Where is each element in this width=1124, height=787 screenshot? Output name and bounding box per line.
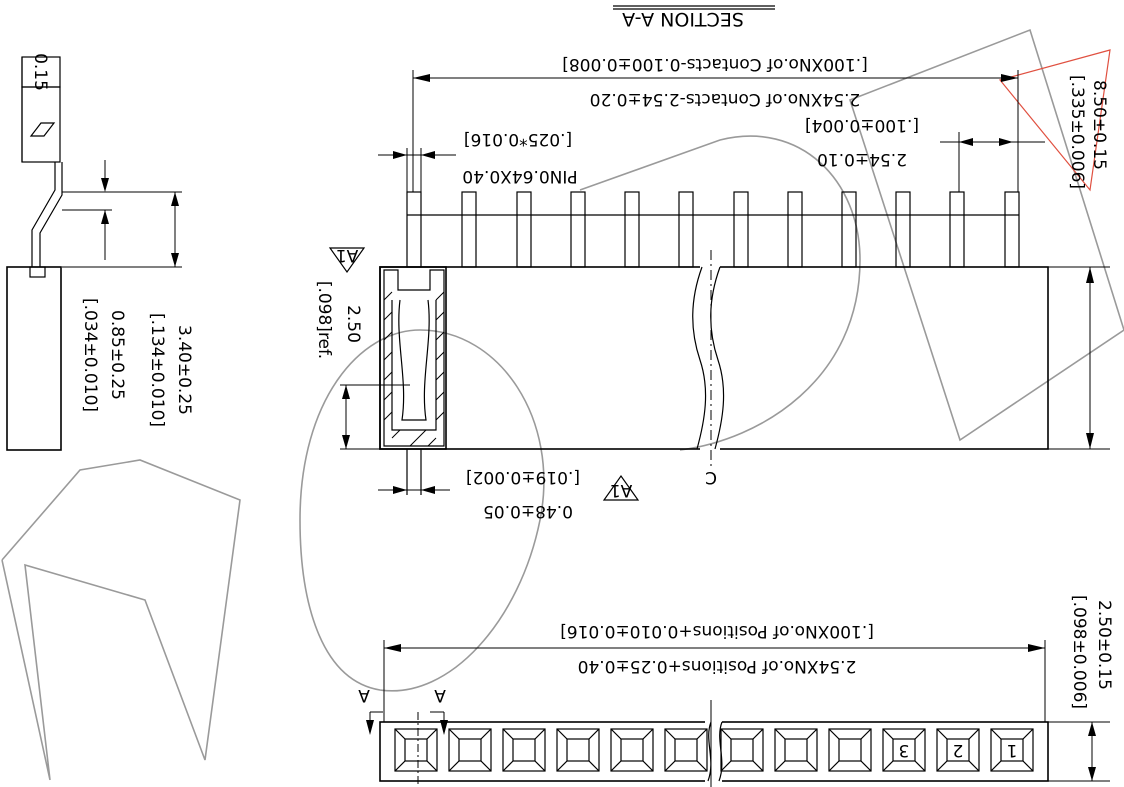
revision-flag-top [328, 247, 366, 274]
height-dim-mm: 8.50±0.15 [1089, 80, 1109, 170]
width-dim-mm: 2.50±0.15 [1094, 600, 1114, 690]
flatness-icon [29, 122, 56, 137]
pin-dim-in: [.025*0.016] [464, 129, 572, 149]
position-number-1: 1 [1007, 740, 1018, 760]
section-title: SECTION A-A [622, 8, 744, 30]
side-height-in: [.134±0.010] [147, 313, 167, 427]
contact-dim-mm: 0.48±0.05 [483, 501, 573, 521]
svg-text:A1: A1 [336, 245, 358, 265]
section-marker-right: A [430, 685, 448, 735]
position-number-3: 3 [899, 740, 910, 760]
svg-text:A: A [434, 685, 446, 705]
pin-dim-mm: PIN0.64X0.40 [462, 166, 577, 186]
svg-text:A1: A1 [610, 480, 632, 500]
side-view: 0.15 [6, 53, 63, 451]
section-detail [379, 266, 447, 495]
ref-dim-in: [.098]ref. [314, 281, 334, 359]
contact-cavities [394, 728, 1034, 772]
width-dim-in: [.098±0.006] [1069, 595, 1089, 709]
position-number-2: 2 [953, 740, 964, 760]
connector-body-front: C [379, 250, 1049, 487]
side-offset-in: [.034±0.010] [80, 298, 100, 412]
bottom-dim-mm: 2.54XNo.of Positions+0.25±0.40 [578, 656, 857, 676]
contact-dim-in: [.019±0.002] [466, 467, 580, 487]
section-marker-left: A [358, 685, 383, 735]
height-dim-in: [.335±0.006] [1067, 75, 1087, 189]
bottom-dim-in: [.100XNo.of Positions+0.010±0.016] [560, 621, 874, 641]
pitch-dim-mm: 2.54±0.10 [817, 149, 907, 169]
overall-dim-mm: 2.54XNo.of Contacts-2.54±0.20 [590, 89, 861, 109]
watermark [1, 28, 1124, 781]
side-height-mm: 3.40±0.25 [174, 325, 194, 415]
pitch-dim-in: [.100±0.004] [805, 115, 919, 135]
connector-body-bottom [379, 700, 1049, 787]
tolerance-value: 0.15 [30, 53, 50, 91]
pins [406, 191, 1020, 268]
svg-text:A: A [358, 685, 370, 705]
revision-flag-bottom [602, 474, 640, 501]
centerline-mark: C [705, 467, 717, 487]
overall-dim-in: [.100XNo.of Contacts-0.100±0.008] [562, 54, 868, 74]
side-offset-mm: 0.85±0.25 [107, 310, 127, 400]
ref-dim-mm: 2.50 [343, 305, 363, 343]
